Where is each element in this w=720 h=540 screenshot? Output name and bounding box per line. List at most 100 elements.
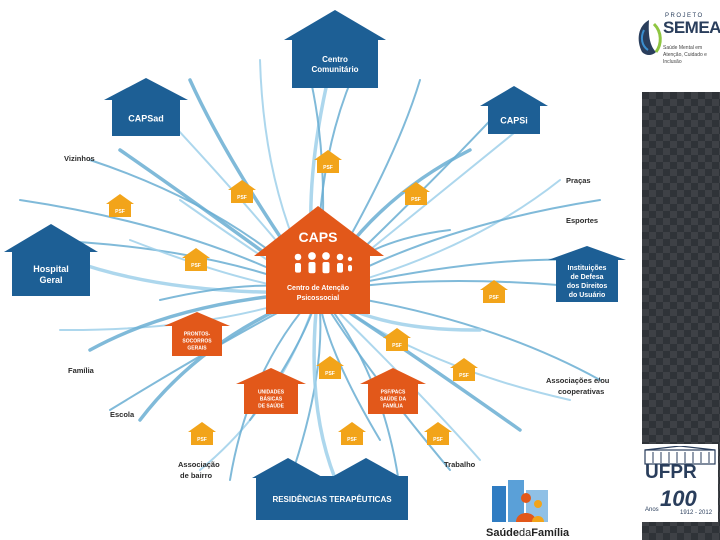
- house-capsi-label-0: CAPSi: [500, 116, 528, 126]
- psf-label: PSF: [411, 197, 421, 203]
- house-instituicoes-label-0: Instituições: [568, 265, 607, 272]
- psf-body: [185, 257, 207, 271]
- label-associacao_bairro_2: de bairro: [180, 471, 213, 480]
- house-psf-pacs-roof: [360, 368, 426, 384]
- psf-house: PSF: [106, 194, 134, 217]
- house-capsad: CAPSad: [104, 78, 188, 136]
- sf-word-2: da: [519, 527, 532, 539]
- house-capsi: CAPSi: [480, 86, 548, 134]
- house-centro-comunitario-label-0: Centro: [322, 55, 348, 64]
- connection-ray: [312, 290, 342, 492]
- house-unidades-basicas-body: [244, 383, 298, 414]
- psf-label: PSF: [115, 209, 125, 215]
- psf-roof: [450, 358, 478, 368]
- psf-label: PSF: [237, 195, 247, 201]
- psf-house: PSF: [182, 248, 210, 271]
- psf-body: [109, 203, 131, 217]
- psf-body: [317, 159, 339, 173]
- psf-label: PSF: [325, 371, 335, 377]
- psf-body: [405, 191, 427, 205]
- label-associacao_bairro_1: Associação: [178, 460, 220, 469]
- psf-body: [427, 431, 449, 445]
- psf-roof: [383, 328, 411, 338]
- house-instituicoes-roof: [548, 246, 626, 260]
- caps-roof: [254, 206, 384, 256]
- house-capsad-label-0: CAPSad: [128, 114, 164, 124]
- ufpr-logo: [642, 444, 718, 522]
- ufpr-100: 100: [660, 486, 697, 511]
- psf-roof: [228, 180, 256, 190]
- house-hospital-geral-body: [12, 251, 90, 296]
- sf-word-3: Família: [531, 527, 570, 539]
- caps-subtitle-2: Psicossocial: [297, 295, 339, 302]
- house-instituicoes-body: [556, 259, 618, 302]
- ufpr-building-icon: [644, 446, 716, 465]
- label-associacoes_1: Associações e/ou: [546, 376, 610, 385]
- ufpr-anos: Anos: [645, 507, 659, 513]
- psf-house: PSF: [480, 280, 508, 303]
- house-centro-comunitario-body: [292, 39, 378, 88]
- house-unidades-basicas-roof: [236, 368, 306, 384]
- psf-house: PSF: [314, 150, 342, 173]
- saude-familia-logo: [492, 480, 548, 522]
- psf-roof: [402, 182, 430, 192]
- label-associacoes_2: cooperativas: [558, 387, 604, 396]
- house-centro-comunitario-roof: [284, 10, 386, 40]
- psf-roof: [316, 356, 344, 366]
- house-psf-pacs-label-2: FAMÍLIA: [383, 402, 403, 410]
- ufpr-title: UFPR: [645, 462, 697, 483]
- house-hospital-geral-roof: [4, 224, 98, 252]
- psf-house: PSF: [383, 328, 411, 351]
- semear-title: SEMEAR: [663, 18, 720, 37]
- house-hospital-geral-label-1: Geral: [39, 275, 62, 285]
- psf-label: PSF: [347, 437, 357, 443]
- caps-subtitle-1: Centro de Atenção: [287, 285, 349, 292]
- psf-label: PSF: [197, 437, 207, 443]
- ufpr-years: 1912 - 2012: [680, 510, 713, 516]
- psf-roof: [188, 422, 216, 432]
- psf-label: PSF: [191, 263, 201, 269]
- house-instituicoes-label-1: de Defesa: [570, 274, 603, 281]
- house-prontos-socorros-label-2: GERAIS: [187, 346, 207, 352]
- residencias-roof-2: [330, 458, 402, 478]
- caps-title: CAPS: [299, 229, 338, 245]
- psf-body: [319, 365, 341, 379]
- house-psf-pacs-label-1: SAÚDE DA: [380, 396, 407, 403]
- semear-logo: [632, 12, 718, 70]
- psf-body: [231, 189, 253, 203]
- house-prontos-socorros-label-0: PRONTOS-: [184, 332, 211, 338]
- psf-house: PSF: [316, 356, 344, 379]
- semear-subtitle: Saúde Mental em Atenção, Cuidado e Inclu…: [663, 45, 707, 65]
- house-centro-comunitario-label-1: Comunitário: [311, 65, 358, 74]
- house-psf-pacs-body: [368, 383, 418, 414]
- label-escola: Escola: [110, 410, 135, 419]
- family-icon: [294, 252, 353, 274]
- psf-body: [453, 367, 475, 381]
- house-prontos-socorros-label-1: SOCORROS: [182, 339, 212, 345]
- house-psf-pacs-label-0: PSF/PACS: [381, 390, 406, 396]
- psf-roof: [480, 280, 508, 290]
- psf-house: PSF: [228, 180, 256, 203]
- sf-word-1: Saúde: [486, 527, 520, 539]
- plain-labels-layer: VizinhosPraçasEsportesFamíliaEscolaAssoc…: [64, 154, 610, 480]
- psf-label: PSF: [489, 295, 499, 301]
- psf-house: PSF: [338, 422, 366, 445]
- house-capsad-roof: [104, 78, 188, 100]
- psf-house: PSF: [188, 422, 216, 445]
- house-unidades-basicas-label-1: BÁSICAS: [260, 396, 283, 403]
- psf-roof: [338, 422, 366, 432]
- house-prontos-socorros-roof: [164, 312, 230, 326]
- house-instituicoes-label-2: dos Direitos: [567, 283, 608, 290]
- psf-body: [341, 431, 363, 445]
- psf-roof: [106, 194, 134, 204]
- psf-house: PSF: [450, 358, 478, 381]
- residencias-roof-1: [252, 458, 324, 478]
- house-instituicoes-label-3: do Usuário: [569, 292, 606, 299]
- house-hospital-geral-label-0: Hospital: [33, 264, 69, 274]
- psf-house: PSF: [402, 182, 430, 205]
- semear-pre-text: PROJETO: [665, 13, 704, 19]
- house-capsi-roof: [480, 86, 548, 106]
